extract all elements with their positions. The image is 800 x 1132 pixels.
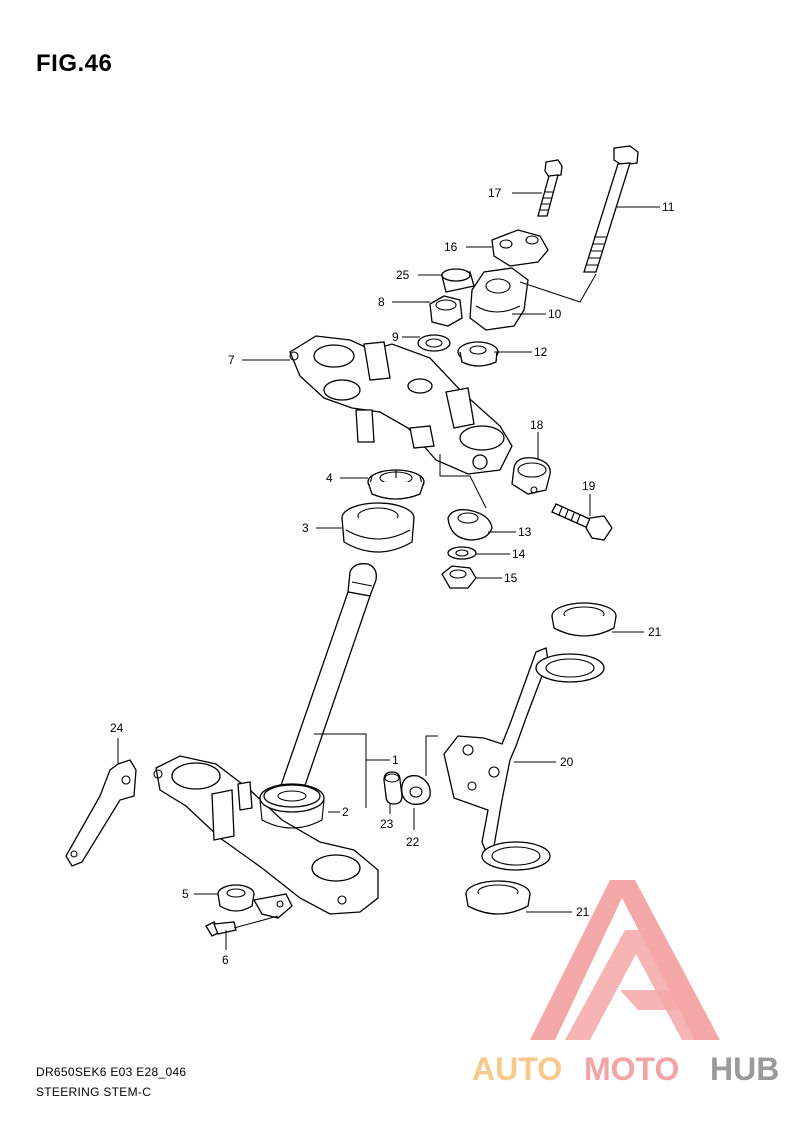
part-24-bracket-arm — [65, 759, 137, 867]
callout-2: 2 — [342, 805, 349, 819]
part-23-collar — [383, 771, 403, 805]
part-17-bolt — [537, 159, 563, 217]
callout-7: 7 — [228, 353, 235, 367]
callout-21-upper: 21 — [648, 625, 662, 639]
part-21-grommet-upper — [551, 602, 617, 637]
callout-22: 22 — [406, 835, 420, 849]
part-14-washer — [447, 546, 477, 560]
watermark-triangle-icon — [530, 880, 720, 1040]
part-4-stem-nut — [367, 469, 425, 500]
callout-18: 18 — [530, 418, 544, 432]
callout-10: 10 — [548, 307, 562, 321]
part-21-grommet-lower — [465, 880, 531, 915]
callout-4: 4 — [326, 471, 333, 485]
automotohub-watermark-logo: AUTO MOTO HUB — [472, 880, 779, 1087]
callout-24: 24 — [110, 721, 124, 735]
part-13-damper — [447, 509, 493, 541]
callout-25: 25 — [396, 268, 410, 282]
callout-12: 12 — [534, 345, 548, 359]
leader-lines — [117, 192, 660, 950]
callout-23: 23 — [380, 817, 394, 831]
part-5-grommet — [217, 884, 293, 919]
callout-20: 20 — [560, 755, 574, 769]
callout-16: 16 — [444, 240, 458, 254]
callout-9: 9 — [392, 330, 399, 344]
part-15-nut — [441, 565, 477, 589]
figure-title: FIG.46 — [36, 50, 113, 77]
part-9-washer — [417, 334, 451, 352]
watermark-text-hub: HUB — [710, 1051, 779, 1087]
part-11-long-bolt — [583, 145, 639, 273]
part-2-lower-bearing — [263, 784, 321, 808]
part-20-headlight-bracket — [443, 647, 605, 871]
part-18-clamp — [511, 457, 551, 495]
part-22-cushion — [401, 775, 431, 805]
callout-3: 3 — [302, 521, 309, 535]
callout-labels: 17 11 16 25 8 10 9 12 7 18 19 4 3 13 14 … — [110, 186, 675, 967]
callout-8: 8 — [378, 295, 385, 309]
callout-6: 6 — [222, 953, 229, 967]
part-10-handlebar-holder — [469, 267, 529, 331]
part-25-cap — [441, 268, 475, 293]
callout-21-lower: 21 — [576, 905, 590, 919]
callout-5: 5 — [182, 887, 189, 901]
callout-14: 14 — [512, 547, 526, 561]
callout-15: 15 — [504, 571, 518, 585]
part-19-bolt — [551, 503, 613, 541]
part-16-handlebar-clamp-cap — [491, 229, 549, 267]
part-7-upper-bracket — [289, 335, 513, 475]
part-3-bearing — [341, 502, 415, 553]
watermark-text-auto: AUTO — [472, 1051, 562, 1087]
callout-11: 11 — [662, 200, 675, 214]
part-12-cushion — [457, 341, 499, 367]
callout-13: 13 — [518, 525, 532, 539]
part-8-nut — [429, 295, 463, 327]
watermark-text-moto: MOTO — [584, 1051, 679, 1087]
callout-19: 19 — [582, 479, 596, 493]
part-6-screw — [205, 921, 237, 937]
callout-17: 17 — [488, 186, 502, 200]
part-1-steering-stem — [153, 563, 379, 915]
callout-1: 1 — [392, 753, 399, 767]
diagram-name: STEERING STEM-C — [36, 1085, 152, 1099]
diagram-code: DR650SEK6 E03 E28_046 — [36, 1065, 187, 1079]
